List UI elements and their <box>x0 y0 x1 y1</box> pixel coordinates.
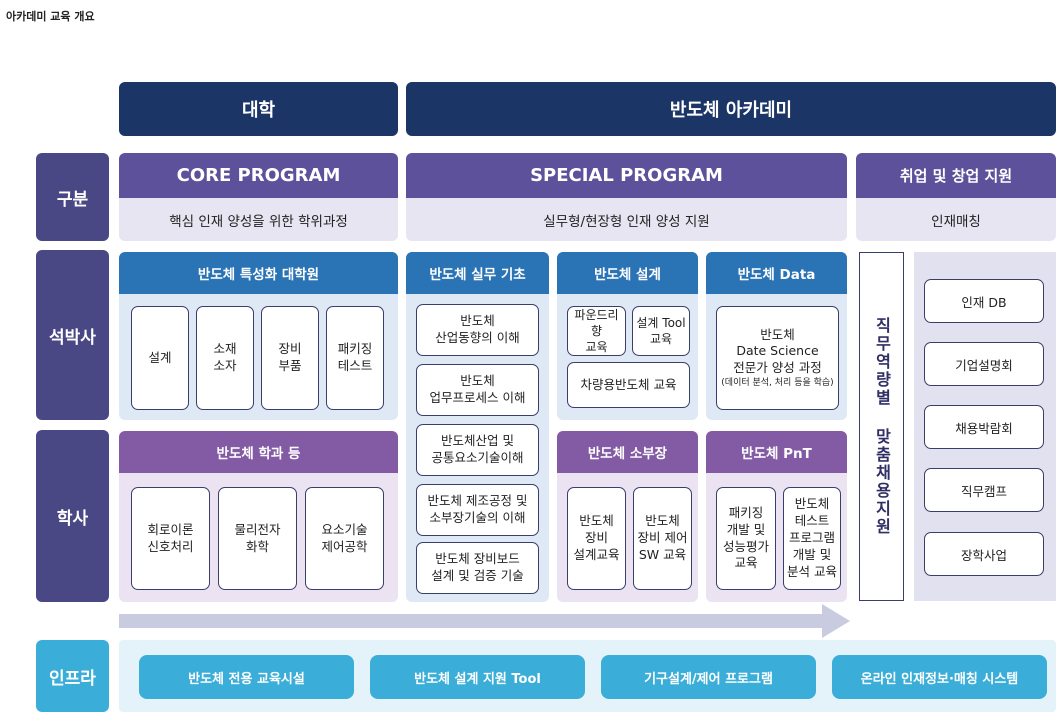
job-item-company-briefing: 기업설명회 <box>924 342 1044 386</box>
data-item-note: (데이터 분석, 처리 등을 학습) <box>721 378 834 389</box>
core-program-subtitle: 핵심 인재 양성을 위한 학위과정 <box>119 198 398 241</box>
page-title: 아카데미 교육 개요 <box>6 10 95 23</box>
dept-item-element-tech: 요소기술 제어공학 <box>305 487 384 590</box>
grad-item-materials: 소재 소자 <box>196 306 254 410</box>
data-item-main: 반도체 Date Science 전문가 양성 과정 <box>733 326 822 376</box>
data-item-science: 반도체 Date Science 전문가 양성 과정 (데이터 분석, 처리 등… <box>716 306 839 410</box>
practice-item-4: 반도체 제조공정 및 소부장기술의 이해 <box>416 484 539 536</box>
design-item-automotive: 차량용반도체 교육 <box>567 362 690 408</box>
grad-item-equipment: 장비 부품 <box>261 306 319 410</box>
job-item-job-fair: 채용박람회 <box>924 405 1044 449</box>
job-item-talent-db: 인재 DB <box>924 279 1044 323</box>
sobujang-header: 반도체 소부장 <box>557 431 698 473</box>
practice-item-5: 반도체 장비보드 설계 및 검증 기술 <box>416 542 539 594</box>
special-program-subtitle: 실무형/현장형 인재 양성 지원 <box>406 198 847 241</box>
job-support-subtitle: 인재매칭 <box>856 198 1056 241</box>
special-program-title: SPECIAL PROGRAM <box>406 153 847 198</box>
pnt-header: 반도체 PnT <box>706 431 847 473</box>
practice-basics-header: 반도체 실무 기초 <box>406 252 549 294</box>
custom-hiring-box: 직무역량별 맞춤채용지원 <box>859 252 904 601</box>
core-program-title: CORE PROGRAM <box>119 153 398 198</box>
infra-item-matching-system: 온라인 인재정보·매칭 시스템 <box>832 655 1047 699</box>
design-header: 반도체 설계 <box>557 252 698 294</box>
row-label-category: 구분 <box>36 153 109 241</box>
row-label-infra: 인프라 <box>36 640 109 712</box>
infra-item-control-program: 기구설계/제어 프로그램 <box>601 655 816 699</box>
custom-hiring-label: 직무역량별 맞춤채용지원 <box>872 317 892 536</box>
sobujang-item-sw: 반도체 장비 제어 SW 교육 <box>633 487 692 590</box>
sobujang-item-design: 반도체 장비 설계교육 <box>567 487 626 590</box>
academy-header: 반도체 아카데미 <box>406 82 1056 136</box>
pnt-item-test: 반도체 테스트 프로그램 개발 및 분석 교육 <box>783 487 841 590</box>
infra-item-design-tool: 반도체 설계 지원 Tool <box>370 655 585 699</box>
pnt-item-packaging: 패키징 개발 및 성능평가 교육 <box>716 487 776 590</box>
grad-item-packaging: 패키징 테스트 <box>326 306 384 410</box>
university-header: 대학 <box>119 82 398 136</box>
dept-item-physics: 물리전자 화학 <box>218 487 297 590</box>
row-label-masters-phd: 석박사 <box>36 250 109 420</box>
infra-item-facility: 반도체 전용 교육시설 <box>139 655 354 699</box>
dept-item-circuits: 회로이론 신호처리 <box>131 487 210 590</box>
job-support-title: 취업 및 창업 지원 <box>856 153 1056 198</box>
dept-header: 반도체 학과 등 <box>119 431 398 473</box>
design-item-foundry: 파운드리향 교육 <box>567 306 626 356</box>
arrow-bar <box>119 614 825 628</box>
data-header: 반도체 Data <box>706 252 847 294</box>
practice-item-3: 반도체산업 및 공통요소기술이해 <box>416 424 539 476</box>
arrow-head-icon <box>822 604 850 638</box>
job-item-job-camp: 직무캠프 <box>924 468 1044 512</box>
practice-item-2: 반도체 업무프로세스 이해 <box>416 364 539 416</box>
grad-school-header: 반도체 특성화 대학원 <box>119 252 398 294</box>
job-item-scholarship: 장학사업 <box>924 532 1044 576</box>
row-label-bachelor: 학사 <box>36 430 109 602</box>
grad-item-design: 설계 <box>131 306 189 410</box>
practice-item-1: 반도체 산업동향의 이해 <box>416 304 539 356</box>
design-item-tool: 설계 Tool 교육 <box>632 306 690 356</box>
